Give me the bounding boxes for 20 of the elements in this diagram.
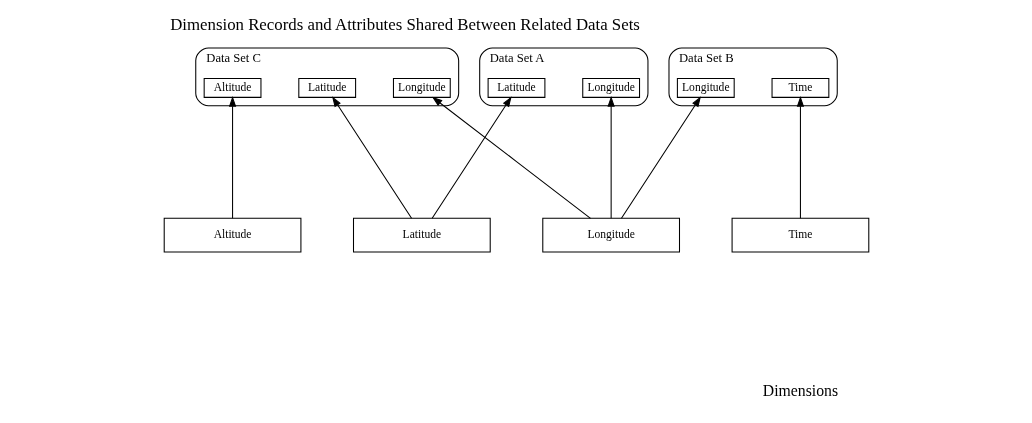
node-box: Longitude <box>541 217 680 253</box>
arrow <box>796 96 804 219</box>
node-box: Time <box>731 217 869 253</box>
node-box: Altitude <box>203 77 261 98</box>
node-box: Altitude <box>163 217 301 253</box>
arrow <box>228 96 236 219</box>
node-box: Latitude <box>297 77 356 98</box>
label: Dimensions <box>762 381 838 399</box>
arrow <box>431 96 512 219</box>
arrow <box>606 96 615 219</box>
node-box: Longitude <box>392 77 451 98</box>
node-box: Latitude <box>487 77 545 98</box>
node-box: Time <box>771 77 829 98</box>
node-box: Longitude <box>581 77 640 98</box>
arrow <box>431 96 591 219</box>
node-box: Longitude <box>676 77 735 98</box>
node-box: Latitude <box>352 217 491 253</box>
diagram-title: Dimension Records and Attributes Shared Between Related Data Sets <box>169 14 640 34</box>
arrow <box>620 96 701 219</box>
arrow <box>331 96 412 219</box>
